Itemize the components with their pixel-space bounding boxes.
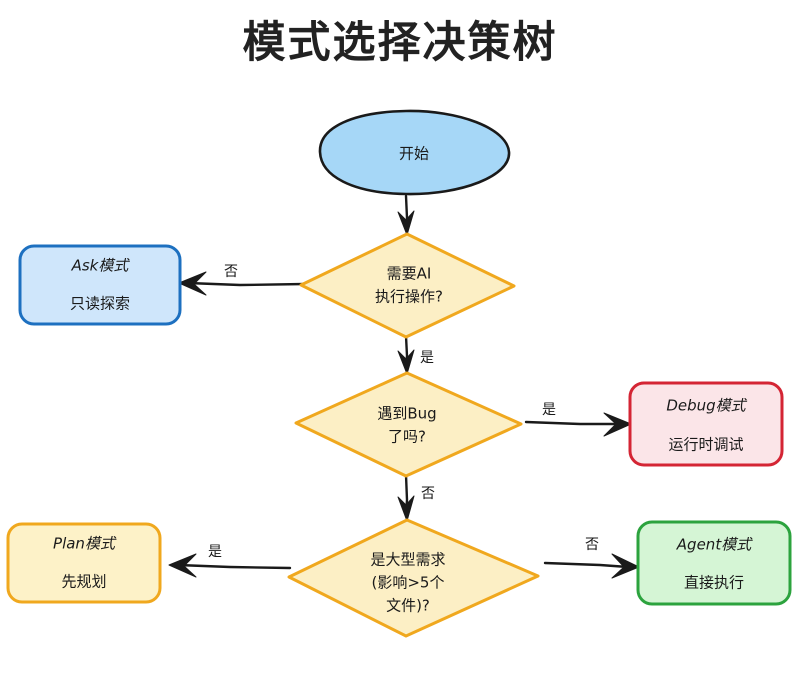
edge-q3-to-agent: 否 [543, 537, 640, 579]
node-agent-subtitle: 直接执行 [684, 574, 744, 592]
node-ask-title: Ask模式 [71, 257, 131, 275]
edge-label-q1-yes: 是 [420, 350, 434, 366]
edge-start-to-q1 [397, 194, 415, 236]
edge-line [176, 563, 292, 570]
edge-line [186, 281, 307, 287]
node-shape-rect [628, 381, 784, 467]
node-q3-line2: (影响>5个 [372, 574, 445, 592]
arrow-head-icon [397, 349, 415, 375]
node-q1-decision[interactable]: 需要AI 执行操作? [299, 232, 516, 339]
node-q2-line2: 了吗? [388, 428, 426, 446]
edge-q2-to-debug: 是 [524, 402, 632, 437]
edge-label-q1-no: 否 [224, 264, 238, 280]
node-agent-title: Agent模式 [676, 536, 753, 554]
node-start-label: 开始 [399, 145, 429, 163]
node-q3-decision[interactable]: 是大型需求 (影响>5个 文件)? [287, 518, 540, 638]
arrow-head-icon [603, 412, 632, 437]
node-plan-subtitle: 先规划 [61, 573, 106, 591]
node-q1-line1: 需要AI [387, 265, 432, 283]
node-shape-diamond [299, 232, 516, 339]
edge-q2-to-q3: 否 [397, 473, 435, 522]
edge-q1-to-q2: 是 [397, 334, 434, 375]
node-agent-mode[interactable]: Agent模式 直接执行 [636, 520, 792, 606]
page-title: 模式选择决策树 [242, 18, 558, 68]
node-debug-subtitle: 运行时调试 [668, 436, 743, 454]
edge-label-q3-yes: 是 [208, 544, 222, 560]
node-shape-diamond [294, 371, 523, 478]
node-debug-mode[interactable]: Debug模式 运行时调试 [628, 381, 784, 467]
node-ask-mode[interactable]: Ask模式 只读探索 [18, 244, 182, 326]
edge-line [524, 420, 622, 426]
edge-label-q2-no: 否 [421, 486, 435, 502]
node-shape-rect [18, 244, 182, 326]
node-debug-title: Debug模式 [666, 397, 747, 415]
arrow-head-icon [611, 553, 640, 579]
node-q3-line1: 是大型需求 [370, 551, 445, 569]
edge-q1-to-ask: 否 [178, 264, 307, 296]
node-plan-title: Plan模式 [53, 535, 117, 553]
node-start[interactable]: 开始 [318, 109, 511, 196]
node-q1-line2: 执行操作? [375, 288, 443, 306]
edge-label-q3-no: 否 [585, 537, 599, 553]
node-shape-ellipse [318, 109, 511, 196]
edge-line [543, 561, 630, 569]
edge-label-q2-yes: 是 [542, 402, 556, 418]
node-shape-rect [6, 522, 162, 604]
arrow-head-icon [168, 553, 197, 578]
node-plan-mode[interactable]: Plan模式 先规划 [6, 522, 162, 604]
node-shape-rect [636, 520, 792, 606]
node-shape-diamond [287, 518, 540, 638]
arrow-head-icon [397, 210, 415, 236]
edge-q3-to-plan: 是 [168, 544, 292, 578]
node-q2-decision[interactable]: 遇到Bug 了吗? [294, 371, 523, 478]
arrow-head-icon [397, 495, 415, 522]
node-ask-subtitle: 只读探索 [70, 295, 130, 313]
node-q2-line1: 遇到Bug [377, 405, 436, 423]
arrow-head-icon [178, 271, 207, 296]
node-q3-line3: 文件)? [386, 597, 430, 615]
